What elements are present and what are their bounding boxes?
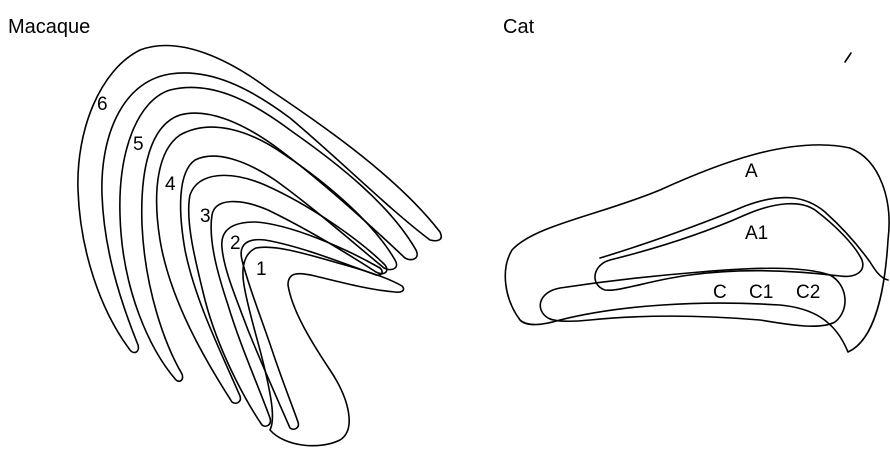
- cat-layer-label: A: [745, 161, 758, 182]
- macaque-layer-label: 4: [165, 174, 176, 195]
- macaque-layer-label: 1: [256, 259, 267, 280]
- cat-title: Cat: [503, 16, 535, 38]
- macaque-layer-label: 2: [230, 233, 241, 254]
- cat-layer-label: C1: [749, 282, 773, 303]
- stray-mark: [845, 53, 851, 62]
- cat-layer-label: C2: [796, 282, 820, 303]
- macaque-layer-label: 6: [97, 94, 108, 115]
- cat-layer-label: A1: [745, 223, 768, 244]
- cat-layer-label: C: [713, 282, 727, 303]
- cat-panel: Cat A A1 C C1 C2: [503, 16, 889, 352]
- macaque-layer-1-outline: [243, 247, 404, 446]
- macaque-layer-5-outline: [120, 87, 417, 381]
- macaque-title: Macaque: [8, 16, 90, 38]
- macaque-layer-6-outline: [78, 46, 441, 353]
- macaque-panel: Macaque 6 5 4 3 2 1: [8, 16, 441, 446]
- macaque-layer-label: 5: [133, 134, 144, 155]
- cat-a-a1-divider: [600, 198, 888, 280]
- macaque-layer-label: 3: [200, 206, 211, 227]
